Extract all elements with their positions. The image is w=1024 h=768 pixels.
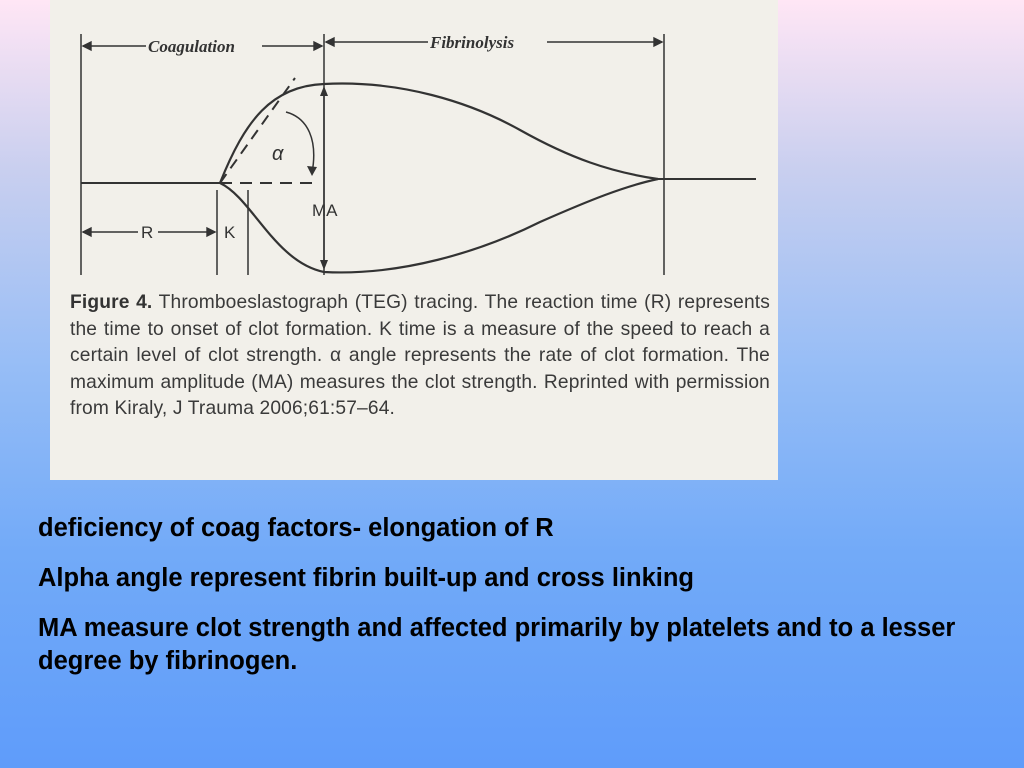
alpha-label: α — [272, 143, 284, 165]
bullet-coag-factors: deficiency of coag factors- elongation o… — [38, 514, 554, 542]
coagulation-label: Coagulation — [148, 37, 235, 56]
r-arrow — [81, 226, 217, 238]
alpha-arc — [285, 111, 315, 174]
ma-arrow-top — [320, 86, 328, 96]
alpha-arc-arrowhead — [307, 166, 317, 176]
bullet-list: deficiency of coag factors- elongation o… — [38, 512, 998, 695]
ma-label: MA — [312, 201, 338, 220]
bullet-ma: MA measure clot strength and affected pr… — [38, 614, 956, 675]
r-label: R — [141, 223, 153, 242]
bullet-alpha-angle: Alpha angle represent fibrin built-up an… — [38, 564, 694, 592]
figure-caption-text: Thromboeslastograph (TEG) tracing. The r… — [70, 292, 770, 419]
fibrinolysis-label: Fibrinolysis — [429, 33, 514, 52]
fibrinolysis-arrow — [324, 36, 664, 48]
teg-lower-curve — [219, 177, 659, 274]
k-label: K — [224, 223, 236, 242]
ma-arrow-bottom — [320, 260, 328, 270]
teg-diagram: Coagulation Fibrinolysis α MA R K — [80, 33, 756, 275]
teg-upper-curve — [218, 82, 659, 184]
figure-caption: Figure 4. Thromboeslastograph (TEG) trac… — [70, 290, 770, 423]
coagulation-arrow — [81, 40, 324, 52]
teg-figure: Coagulation Fibrinolysis α MA R K Figure… — [50, 0, 778, 480]
alpha-tangent-dashed — [219, 77, 296, 184]
figure-caption-label: Figure 4. — [70, 292, 153, 313]
